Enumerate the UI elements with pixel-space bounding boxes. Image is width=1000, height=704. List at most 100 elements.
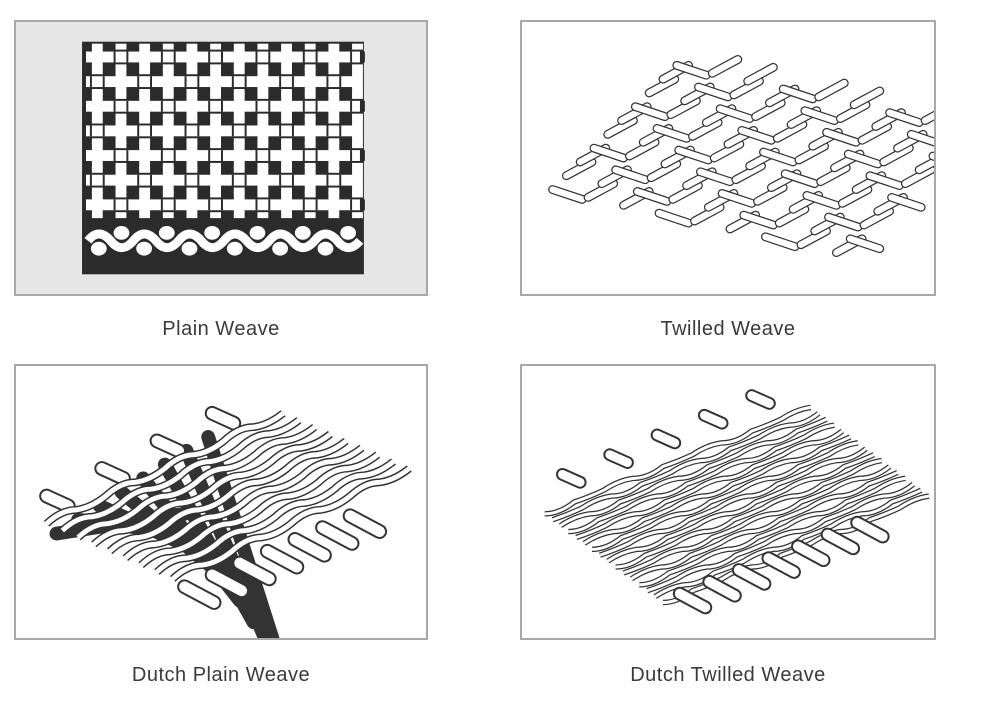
twill-wire	[709, 56, 742, 77]
warp-wire-segment	[210, 212, 221, 219]
weft-wire	[654, 488, 922, 598]
weave-gap	[339, 76, 342, 88]
warp-wire-segment	[281, 187, 292, 194]
warp-wire-segment	[257, 191, 269, 198]
weave-gap	[113, 150, 116, 161]
twill-wire	[732, 162, 765, 183]
warp-wire-segment	[328, 89, 340, 95]
warp-wire-segment	[186, 187, 198, 194]
warp-wire-segment	[304, 191, 316, 198]
cross-section-warp	[136, 241, 153, 256]
warp-wire-segment	[352, 142, 363, 149]
weave-gap	[221, 51, 223, 63]
weave-gap	[255, 51, 258, 63]
warp-wire-segment	[91, 68, 103, 75]
warp-wire-segment	[304, 113, 316, 120]
weave-gap	[150, 76, 153, 88]
weave-gap	[137, 125, 140, 137]
warp-wire-segment	[257, 117, 269, 145]
weave-gap	[160, 199, 163, 211]
twill-wire	[689, 119, 722, 140]
weave-gap	[291, 76, 294, 88]
weave-gap	[89, 174, 92, 186]
weft-wire	[155, 459, 396, 574]
twilled-weave-panel	[520, 20, 936, 296]
warp-wire-segment	[257, 166, 269, 194]
weave-gap	[315, 150, 318, 161]
weave-gap	[150, 125, 153, 137]
weave-gap	[362, 51, 365, 63]
twill-wire	[675, 146, 712, 164]
twill-wire	[590, 144, 627, 162]
weave-gap	[315, 100, 318, 112]
warp-wire-segment	[281, 191, 292, 219]
weave-gap	[255, 199, 258, 211]
twill-wire	[847, 235, 883, 252]
warp-wire-segment	[352, 43, 363, 50]
weave-gap	[231, 76, 234, 88]
warp-wire-segment	[139, 92, 151, 120]
weft-wire	[85, 174, 360, 186]
weft-wire-outline	[653, 487, 923, 599]
weave-gap	[89, 76, 92, 88]
weave-gap	[339, 174, 342, 186]
weave-gap	[279, 76, 282, 88]
weft-wire	[85, 76, 360, 88]
warp-wire-segment	[210, 43, 221, 50]
warp-wire-segment	[352, 212, 363, 219]
weft-wire	[139, 452, 380, 567]
weave-gap	[102, 125, 105, 137]
weave-gap	[126, 51, 129, 63]
warp-wire-segment	[162, 191, 174, 198]
weave-gap	[137, 174, 140, 186]
rod-end	[151, 435, 185, 457]
warp-wire-segment	[304, 166, 316, 194]
plain-weave-caption: Plain Weave	[162, 318, 280, 340]
twill-wire	[803, 192, 840, 209]
twill-wire	[908, 131, 934, 146]
twill-wire	[817, 164, 850, 185]
warp-wire-segment	[328, 117, 340, 124]
weft-wire	[639, 476, 906, 587]
rod-end	[763, 553, 799, 577]
twill-wire	[716, 105, 753, 122]
warp-wire-segment	[210, 162, 221, 169]
warp-wire-segment	[281, 43, 292, 71]
weft-wire	[107, 438, 348, 554]
weave-gap	[279, 174, 282, 186]
weave-gap	[231, 125, 234, 137]
weave-gap	[315, 51, 318, 63]
warp-wire-segment	[162, 43, 174, 50]
weave-gap	[362, 199, 365, 211]
rod-end	[558, 469, 585, 487]
plain-weave-illustration	[82, 41, 365, 275]
weft-wire	[92, 432, 332, 547]
warp-wire-segment	[115, 68, 127, 95]
warp-wire-segment	[281, 92, 292, 120]
twill-wire	[774, 121, 807, 142]
twill-wire	[880, 144, 913, 166]
cross-section-warp	[226, 241, 243, 256]
dutch-twilled-weave-illustration	[544, 389, 930, 615]
cross-section-warp	[181, 241, 198, 256]
warp-wire-segment	[91, 43, 103, 71]
warp-wire-segment	[162, 113, 174, 120]
warp-wire-segment	[352, 117, 363, 145]
twill-wire	[653, 125, 690, 142]
warp-wire-segment	[352, 64, 363, 71]
cross-section-warp	[249, 226, 266, 240]
weave-gap	[208, 51, 211, 63]
twill-wire	[563, 158, 596, 179]
weft-wire	[591, 441, 859, 551]
warp-wire-segment	[257, 142, 269, 149]
warp-wire-segment	[233, 43, 245, 71]
weave-gap	[173, 51, 176, 63]
warp-wire-segment	[91, 138, 103, 145]
weave-gap	[326, 76, 329, 88]
rod-end	[206, 569, 248, 597]
weft-wire	[630, 471, 899, 581]
cross-section-warp	[113, 226, 130, 240]
twill-wire	[730, 77, 763, 99]
warp-wire-segment	[91, 187, 103, 194]
dutch-twilled-weave-panel	[520, 364, 936, 640]
